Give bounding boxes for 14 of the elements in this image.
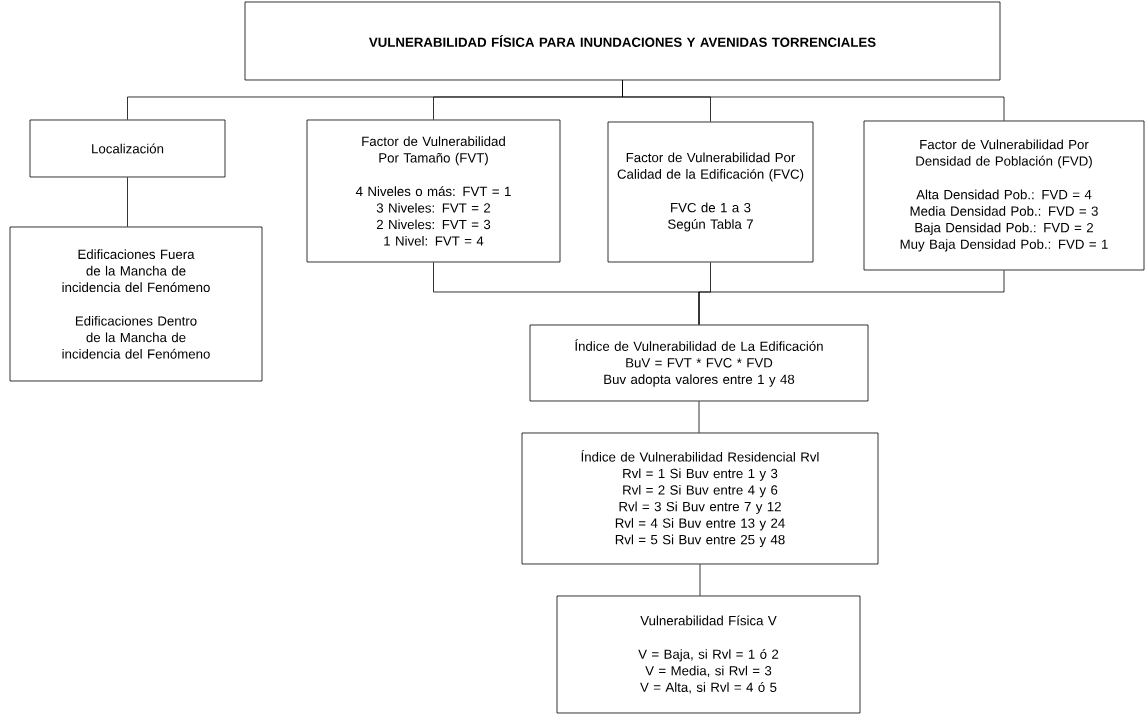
process-box: Edificaciones Fuera de la Mancha de incidencia del Fenómeno Edificaciones Dentro de la Mancha de incidencia del Fenómeno (9, 226, 263, 382)
connector-line (698, 401, 700, 433)
process-box: Índice de Vulnerabilidad Residencial Rvl Rvl = 1 Si Buv entre 1 y 3 Rvl = 2 Si Buv entre 4 y 6 Rvl = 3 Si Buv entre 7 y 12 Rvl = 4 Si Buv entre 13 y 24 Rvl = 5 Si Buv entre 25 y 48 (521, 432, 879, 565)
title-box: VULNERABILIDAD FÍSICA PARA INUNDACIONES Y AVENIDAS TORRENCIALES (244, 1, 1001, 81)
connector-line (699, 564, 701, 596)
connector-line (127, 177, 128, 227)
connector-line (622, 80, 1005, 121)
process-box: Índice de Vulnerabilidad de La Edificación BuV = FVT * FVC * FVD Buv adopta valores entre 1 y 48 (529, 324, 869, 402)
process-box: Vulnerabilidad Física V V = Baja, si Rvl = 1 ó 2 V = Media, si Rvl = 3 V = Alta, si Rvl = 4 ó 5 (556, 595, 861, 714)
process-box: Factor de Vulnerabilidad Por Densidad de Población (FVD) Alta Densidad Pob.: FVD = 4 Media Densidad Pob.: FVD = 3 Baja Densidad Pob.: FVD = 2 Muy Baja Densidad Pob.: FVD = 1 (863, 120, 1145, 271)
process-box: Factor de Vulnerabilidad Por Calidad de la Edificación (FVC) FVC de 1 a 3 Según Tabla 7 (607, 121, 814, 263)
process-box: Factor de Vulnerabilidad Por Tamaño (FVT) 4 Niveles o más: FVT = 1 3 Niveles: FVT = 2 2 Niveles: FVT = 3 1 Nivel: FVT = 4 (306, 119, 561, 263)
process-box: Localización (29, 119, 226, 178)
connector-line (698, 270, 1005, 325)
